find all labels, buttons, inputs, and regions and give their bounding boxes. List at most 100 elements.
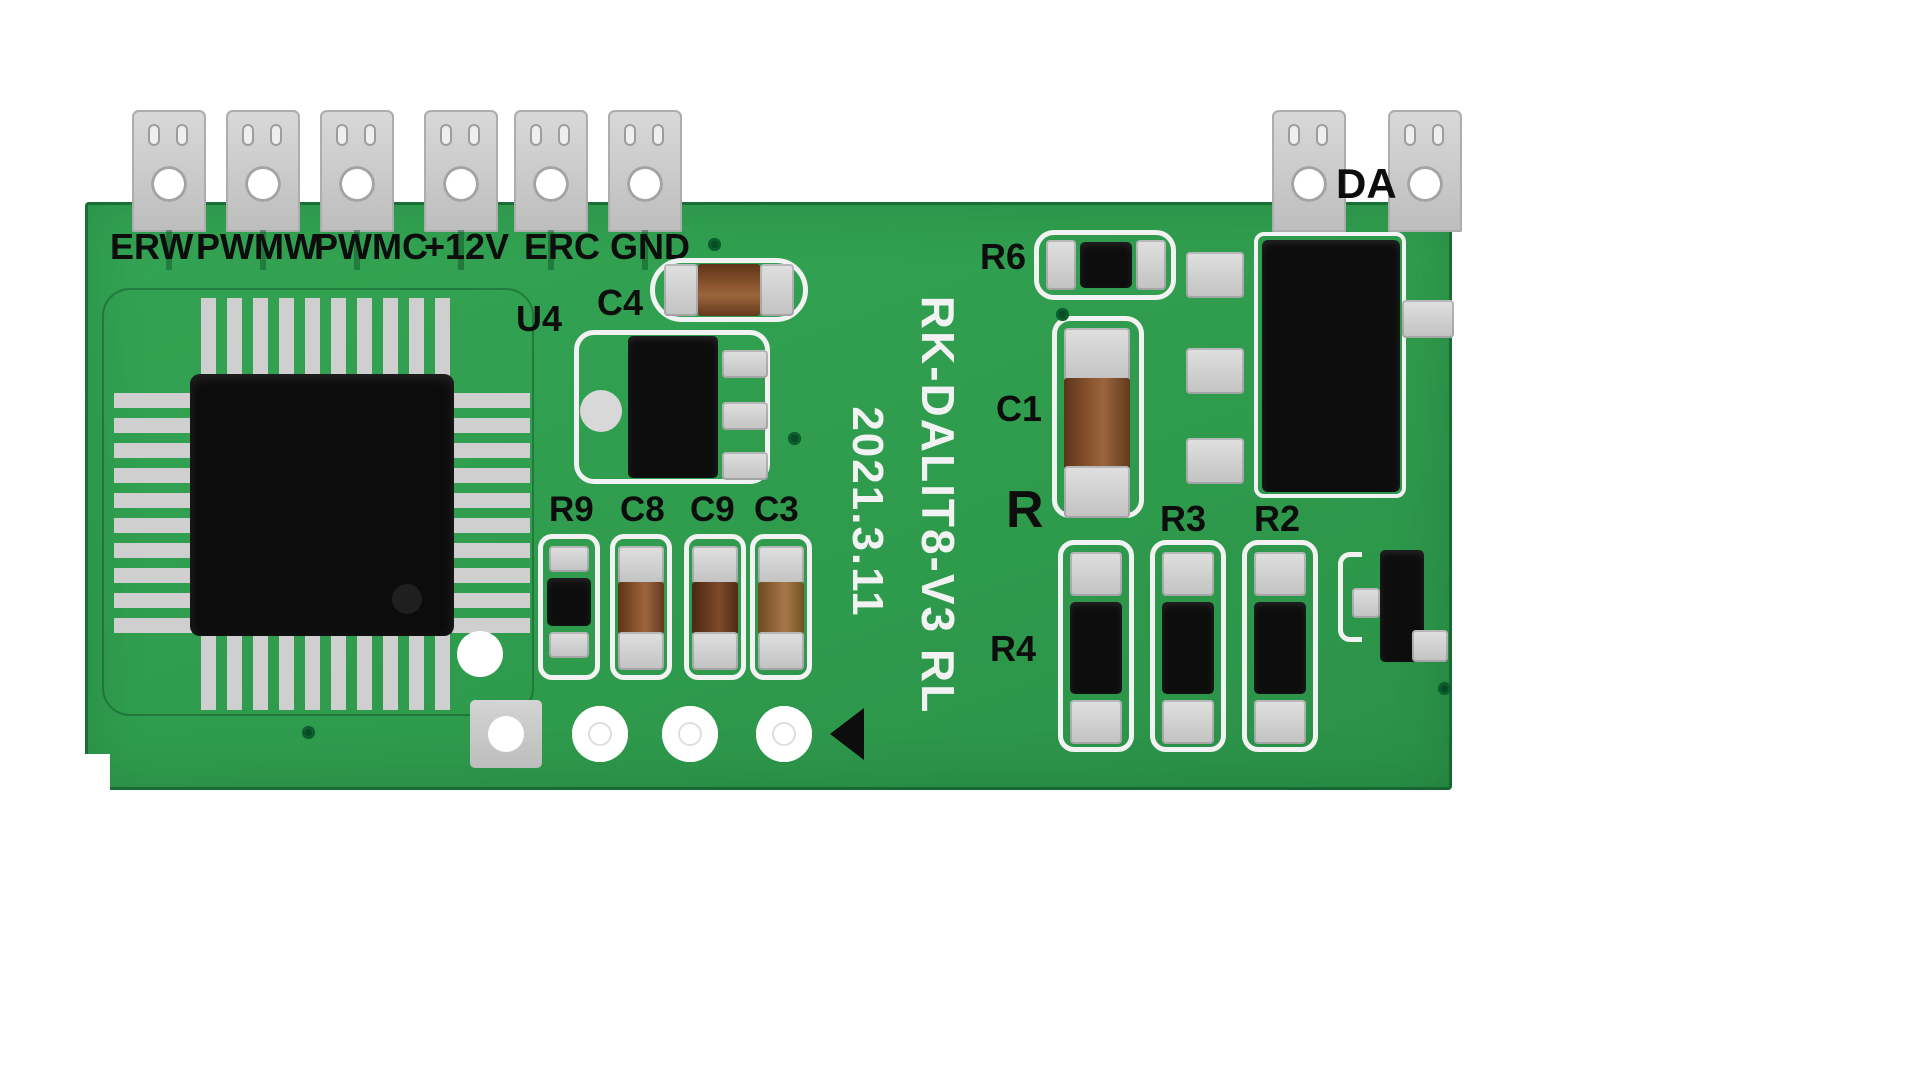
terminal-pad — [514, 110, 588, 232]
terminal-slot — [176, 124, 188, 146]
terminal-label-da: DA — [1336, 160, 1397, 207]
terminal-hole — [339, 166, 375, 202]
r2-end-cap — [1254, 700, 1306, 744]
qfp-pins-left — [114, 393, 192, 633]
u4-pad — [722, 402, 768, 430]
r6-end-cap — [1046, 240, 1076, 290]
ref-label-r2: R2 — [1254, 498, 1301, 539]
terminal-slot — [1316, 124, 1328, 146]
terminal-pad — [1272, 110, 1346, 232]
r2-end-cap — [1254, 552, 1306, 596]
terminal-slot — [530, 124, 542, 146]
terminal-slot — [336, 124, 348, 146]
via — [1056, 308, 1069, 321]
c4-capacitor-body — [698, 264, 760, 316]
pad-hole — [488, 716, 524, 752]
terminal-hole — [1291, 166, 1327, 202]
terminal-label-erc: ERC — [524, 226, 601, 267]
trace — [166, 230, 172, 270]
ref-label-r4: R4 — [990, 628, 1037, 669]
terminal-slot — [1432, 124, 1444, 146]
r4-body — [1070, 602, 1122, 694]
c4-end-cap — [664, 264, 698, 316]
terminal-hole — [443, 166, 479, 202]
c3-capacitor-body — [758, 582, 804, 634]
ref-label-r9: R9 — [549, 490, 594, 529]
terminal-label-pwmc: PWMC — [314, 226, 428, 267]
ref-label-r3: R3 — [1160, 498, 1207, 539]
qfp-pins-top — [201, 298, 450, 376]
silkscreen-outline-r9 — [538, 534, 600, 680]
silkscreen-date: 2021.3.11 — [843, 406, 892, 618]
r2-body — [1254, 602, 1306, 694]
terminal-slot — [148, 124, 160, 146]
c1-capacitor-body — [1064, 378, 1130, 470]
c3-end-cap — [758, 632, 804, 670]
polarity-triangle-marker — [830, 708, 864, 760]
terminal-slot — [1288, 124, 1300, 146]
ref-label-c4: C4 — [597, 282, 644, 323]
regulator-pad — [1186, 348, 1244, 394]
terminal-slot — [1404, 124, 1416, 146]
via — [1438, 682, 1451, 695]
terminal-slot — [558, 124, 570, 146]
ref-label-c8: C8 — [620, 490, 665, 529]
r9-pad — [549, 632, 589, 658]
r3-body — [1162, 602, 1214, 694]
board-corner-notch — [84, 754, 110, 792]
c4-end-cap — [760, 264, 794, 316]
trace — [458, 230, 464, 270]
r3-end-cap — [1162, 700, 1214, 744]
r4-end-cap — [1070, 552, 1122, 596]
pad-hole — [756, 706, 812, 762]
c1-end-cap — [1064, 328, 1130, 382]
terminal-hole — [627, 166, 663, 202]
regulator-pad — [1186, 252, 1244, 298]
qfp-pin1-dot — [392, 584, 422, 614]
terminal-hole — [1407, 166, 1443, 202]
c9-end-cap — [692, 632, 738, 670]
trace — [642, 230, 648, 270]
c8-end-cap — [618, 632, 664, 670]
r9-body — [547, 578, 591, 626]
qfp-pins-bottom — [201, 632, 450, 710]
ref-label-c9: C9 — [690, 490, 735, 529]
sot-pad — [1412, 630, 1448, 662]
r4-end-cap — [1070, 700, 1122, 744]
trace — [260, 230, 266, 270]
pad-hole — [662, 706, 718, 762]
c1-end-cap — [1064, 466, 1130, 518]
ref-label-r: R — [1006, 481, 1044, 539]
c3-end-cap — [758, 546, 804, 584]
ref-label-c1: C1 — [996, 388, 1043, 429]
silkscreen-outline-c3 — [750, 534, 812, 680]
ref-label-c3: C3 — [754, 490, 799, 529]
terminal-slot — [364, 124, 376, 146]
pad-hole — [572, 706, 628, 762]
silkscreen-outline-c4 — [650, 258, 808, 322]
r6-end-cap — [1136, 240, 1166, 290]
terminal-slot — [270, 124, 282, 146]
trace — [354, 230, 360, 270]
terminal-pad — [132, 110, 206, 232]
terminal-pad — [1388, 110, 1462, 232]
terminal-hole — [245, 166, 281, 202]
silkscreen-outline-r4 — [1058, 540, 1134, 752]
via — [788, 432, 801, 445]
terminal-hole — [533, 166, 569, 202]
u4-body — [628, 336, 718, 478]
regulator-pad — [1186, 438, 1244, 484]
via — [708, 238, 721, 251]
ref-label-u4: U4 — [516, 298, 563, 339]
terminal-slot — [652, 124, 664, 146]
regulator-ic-body — [1262, 240, 1400, 492]
terminal-pad — [608, 110, 682, 232]
terminal-pad — [226, 110, 300, 232]
silkscreen-outline-c8 — [610, 534, 672, 680]
regulator-tab — [1402, 300, 1454, 338]
r3-end-cap — [1162, 552, 1214, 596]
silkscreen-outline-r6 — [1034, 230, 1176, 300]
terminal-label-erw: ERW — [110, 226, 194, 267]
terminal-label-pwmw: PWMW — [196, 226, 318, 267]
sot-pad — [1352, 588, 1380, 618]
